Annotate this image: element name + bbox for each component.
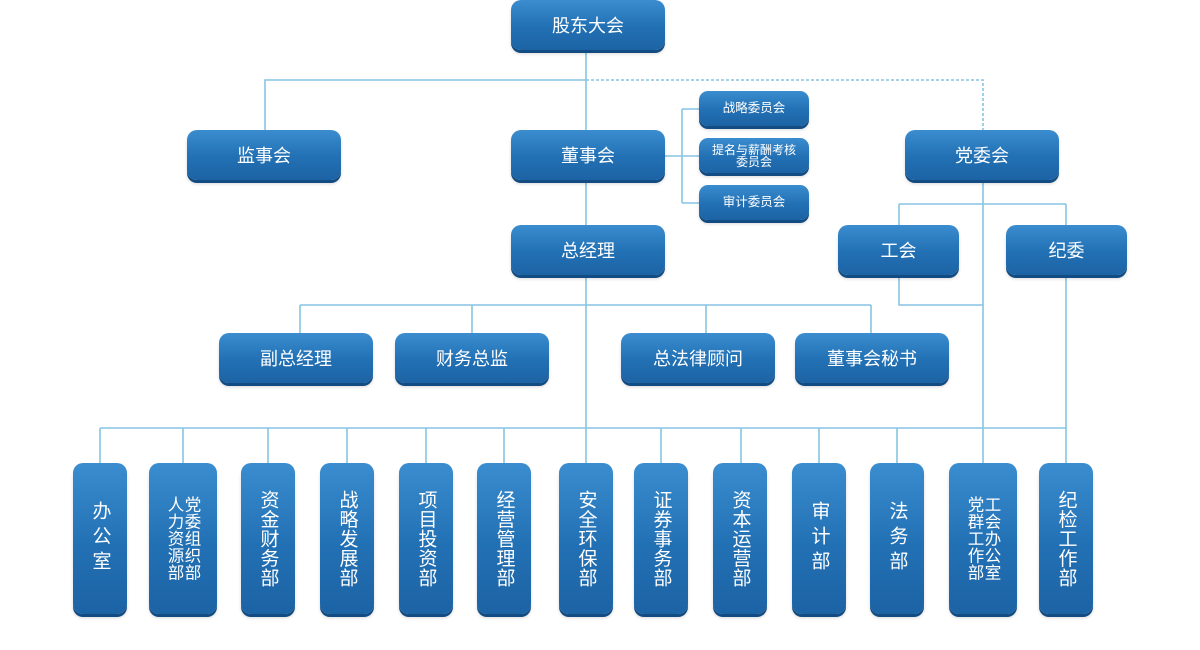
- node-chief-financial-officer: 财务总监: [395, 333, 549, 383]
- dept-label-line: 法务部: [886, 501, 909, 576]
- dept-operations-management: 经营管理部: [477, 463, 531, 614]
- node-label-group: 提名与薪酬考核 委员会: [712, 144, 796, 168]
- dept-legal-affairs: 法务部: [870, 463, 924, 614]
- node-label: 财务总监: [436, 349, 508, 370]
- dept-office: 办公室: [73, 463, 127, 614]
- connector-shareholders-to-party-committee: [586, 79, 984, 130]
- dept-safety-environmental: 安全环保部: [559, 463, 613, 614]
- dept-label-line: 证券事务部: [650, 489, 673, 588]
- dept-project-investment: 项目投资部: [399, 463, 453, 614]
- node-label: 董事会: [561, 146, 615, 167]
- dept-label: 办公室: [89, 501, 112, 576]
- node-board-secretary: 董事会秘书: [795, 333, 949, 383]
- node-strategy-committee: 战略委员会: [699, 91, 809, 126]
- dept-discipline-inspection: 纪检工作部: [1039, 463, 1093, 614]
- dept-label: 项目投资部: [415, 489, 438, 588]
- dept-party-mass-union-office: 工会办公室 党群工作部: [949, 463, 1017, 614]
- node-label: 党委会: [955, 146, 1009, 167]
- dept-label-line: 纪检工作部: [1055, 489, 1078, 588]
- dept-label: 资本运营部: [729, 489, 752, 588]
- dept-label-line: 安全环保部: [575, 489, 598, 588]
- dept-label: 工会办公室 党群工作部: [965, 496, 1001, 581]
- dept-capital-finance: 资金财务部: [241, 463, 295, 614]
- connector-executives-bus: [299, 304, 872, 333]
- node-general-legal-counsel: 总法律顾问: [621, 333, 775, 383]
- dept-label: 证券事务部: [650, 489, 673, 588]
- node-label-line: 提名与薪酬考核: [711, 142, 796, 157]
- node-shareholders-meeting: 股东大会: [511, 0, 665, 50]
- node-label-line: 委员会: [735, 154, 772, 169]
- dept-label-line: 项目投资部: [415, 489, 438, 588]
- node-label: 监事会: [237, 146, 291, 167]
- dept-label: 纪检工作部: [1055, 489, 1078, 588]
- dept-label-line: 人力资源部: [165, 496, 184, 581]
- dept-label-line: 资本运营部: [729, 489, 752, 588]
- dept-label: 安全环保部: [575, 489, 598, 588]
- node-discipline-committee: 纪委: [1006, 225, 1127, 275]
- node-label: 总法律顾问: [653, 349, 743, 370]
- dept-label: 经营管理部: [493, 489, 516, 588]
- dept-label: 党委组织部 人力资源部: [165, 496, 201, 581]
- node-label: 副总经理: [260, 349, 332, 370]
- node-labor-union: 工会: [838, 225, 959, 275]
- dept-label-line: 工会办公室: [982, 496, 1001, 581]
- connector-shareholders-to-supervisors: [264, 79, 586, 130]
- dept-capital-operations: 资本运营部: [713, 463, 767, 614]
- dept-label-line: 资金财务部: [257, 489, 280, 588]
- node-board-of-supervisors: 监事会: [187, 130, 341, 180]
- node-deputy-general-manager: 副总经理: [219, 333, 373, 383]
- connector-union-to-trunk: [898, 278, 983, 306]
- dept-party-organization-hr: 党委组织部 人力资源部: [149, 463, 217, 614]
- dept-strategic-development: 战略发展部: [320, 463, 374, 614]
- connector-party-committee-to-union-discipline: [898, 203, 1067, 225]
- node-audit-committee: 审计委员会: [699, 185, 809, 220]
- dept-label: 资金财务部: [257, 489, 280, 588]
- node-label: 总经理: [561, 241, 615, 262]
- node-label: 审计委员会: [722, 194, 786, 210]
- dept-securities-affairs: 证券事务部: [634, 463, 688, 614]
- dept-label-line: 办公室: [89, 501, 112, 576]
- dept-label-line: 经营管理部: [493, 489, 516, 588]
- node-label: 董事会秘书: [827, 349, 917, 370]
- connector-board-to-committees: [665, 108, 699, 204]
- node-board-of-directors: 董事会: [511, 130, 665, 180]
- node-label: 股东大会: [552, 16, 624, 37]
- connector-departments-bus: [99, 427, 1066, 463]
- node-nomination-compensation-committee: 提名与薪酬考核 委员会: [699, 138, 809, 173]
- dept-label-line: 审计部: [808, 501, 831, 576]
- dept-label: 法务部: [886, 501, 909, 576]
- node-general-manager: 总经理: [511, 225, 665, 275]
- dept-label-line: 战略发展部: [336, 489, 359, 588]
- dept-label: 审计部: [808, 501, 831, 576]
- dept-audit: 审计部: [792, 463, 846, 614]
- dept-label: 战略发展部: [336, 489, 359, 588]
- node-label: 战略委员会: [722, 100, 786, 116]
- dept-label-line: 党委组织部: [182, 496, 201, 581]
- node-label: 纪委: [1048, 241, 1085, 262]
- node-label: 工会: [880, 241, 917, 262]
- node-party-committee: 党委会: [905, 130, 1059, 180]
- dept-label-line: 党群工作部: [965, 496, 984, 581]
